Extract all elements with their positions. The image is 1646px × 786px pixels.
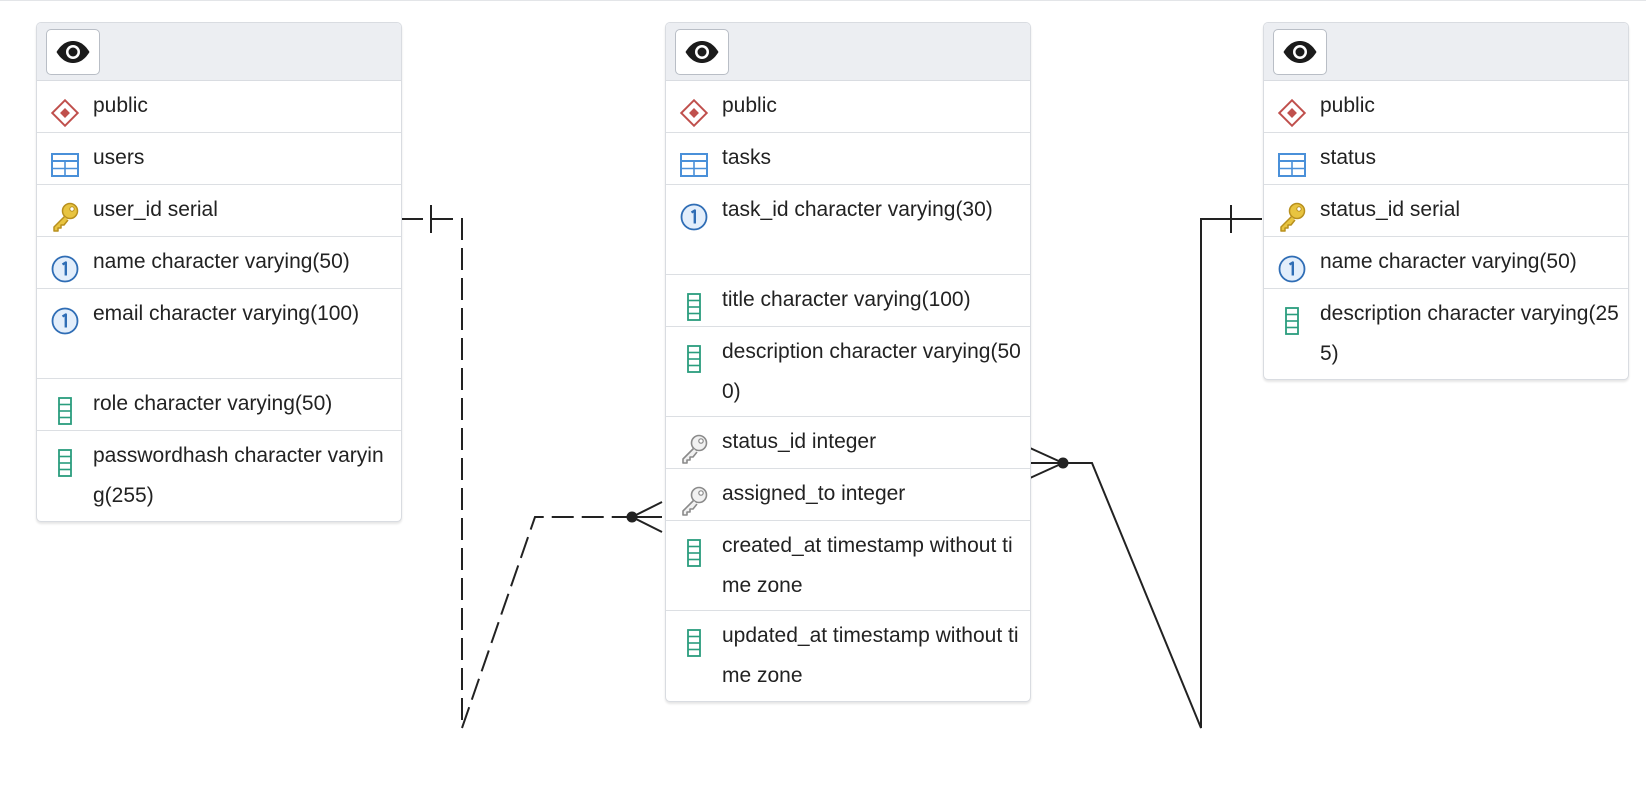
column-row-role[interactable]: role character varying(50) <box>37 379 401 431</box>
column-row-user-id[interactable]: user_id serial <box>37 185 401 237</box>
schema-name: public <box>93 94 148 117</box>
column-row-updated-at[interactable]: updated_at timestamp without time zone <box>666 611 1030 701</box>
canvas-top-border <box>0 0 1646 1</box>
column-row-description[interactable]: description character varying(500) <box>666 327 1030 417</box>
column-icon <box>37 396 93 426</box>
table-name: status <box>1320 146 1377 169</box>
column-label: description character varying(500) <box>722 340 1021 403</box>
eye-icon <box>55 40 91 64</box>
table-header <box>666 23 1030 81</box>
primary-key-icon <box>37 202 93 232</box>
column-row-assigned-to[interactable]: assigned_to integer <box>666 469 1030 521</box>
column-label: name character varying(50) <box>1320 250 1577 273</box>
view-data-button[interactable] <box>46 29 100 75</box>
column-label: email character varying(100) <box>93 302 360 325</box>
column-row-email[interactable]: email character varying(100) <box>37 289 401 379</box>
link-line-users-tasks <box>401 218 632 729</box>
table-icon <box>1264 150 1320 180</box>
column-label: task_id character varying(30) <box>722 198 993 221</box>
schema-row[interactable]: public <box>666 81 1030 133</box>
link-line-status-tasks <box>1063 218 1262 729</box>
schema-icon <box>1264 98 1320 128</box>
table-icon <box>666 150 722 180</box>
column-label: user_id serial <box>93 198 218 221</box>
column-icon <box>666 628 722 658</box>
unique-constraint-icon <box>666 202 722 232</box>
column-label: passwordhash character varying(255) <box>93 444 384 507</box>
column-row-passwordhash[interactable]: passwordhash character varying(255) <box>37 431 401 521</box>
column-label: role character varying(50) <box>93 392 333 415</box>
schema-name: public <box>722 94 777 117</box>
column-label: name character varying(50) <box>93 250 350 273</box>
column-label: description character varying(255) <box>1320 302 1619 365</box>
table-header <box>1264 23 1628 81</box>
schema-icon <box>666 98 722 128</box>
table-name: users <box>93 146 145 169</box>
unique-constraint-icon <box>37 306 93 336</box>
zero-circle-assigned-to <box>626 511 638 523</box>
relationship-users-tasks[interactable] <box>401 205 663 729</box>
column-icon <box>666 292 722 322</box>
column-icon <box>666 344 722 374</box>
column-row-title[interactable]: title character varying(100) <box>666 275 1030 327</box>
column-label: updated_at timestamp without time zone <box>722 624 1019 687</box>
table-name: tasks <box>722 146 772 169</box>
zero-circle-status-id <box>1057 457 1069 469</box>
relationship-status-tasks[interactable] <box>1029 205 1262 729</box>
table-icon <box>37 150 93 180</box>
column-icon <box>37 448 93 478</box>
column-row-description[interactable]: description character varying(255) <box>1264 289 1628 379</box>
column-label: assigned_to integer <box>722 482 906 505</box>
table-name-row[interactable]: status <box>1264 133 1628 185</box>
column-label: status_id serial <box>1320 198 1461 221</box>
column-row-name[interactable]: name character varying(50) <box>37 237 401 289</box>
column-row-task-id[interactable]: task_id character varying(30) <box>666 185 1030 275</box>
column-row-created-at[interactable]: created_at timestamp without time zone <box>666 521 1030 611</box>
schema-name: public <box>1320 94 1375 117</box>
column-label: status_id integer <box>722 430 877 453</box>
table-node-status[interactable]: public status status_id serial name char… <box>1263 22 1629 380</box>
column-row-status-id[interactable]: status_id serial <box>1264 185 1628 237</box>
view-data-button[interactable] <box>675 29 729 75</box>
table-node-users[interactable]: public users user_id serial name charact… <box>36 22 402 522</box>
foreign-key-icon <box>666 486 722 516</box>
schema-row[interactable]: public <box>37 81 401 133</box>
table-header <box>37 23 401 81</box>
eye-icon <box>684 40 720 64</box>
column-label: title character varying(100) <box>722 288 971 311</box>
eye-icon <box>1282 40 1318 64</box>
table-name-row[interactable]: tasks <box>666 133 1030 185</box>
schema-row[interactable]: public <box>1264 81 1628 133</box>
column-icon <box>1264 306 1320 336</box>
table-node-tasks[interactable]: public tasks task_id character varying(3… <box>665 22 1031 702</box>
column-label: created_at timestamp without time zone <box>722 534 1013 597</box>
view-data-button[interactable] <box>1273 29 1327 75</box>
foreign-key-icon <box>666 434 722 464</box>
primary-key-icon <box>1264 202 1320 232</box>
column-row-name[interactable]: name character varying(50) <box>1264 237 1628 289</box>
schema-icon <box>37 98 93 128</box>
table-name-row[interactable]: users <box>37 133 401 185</box>
unique-constraint-icon <box>37 254 93 284</box>
unique-constraint-icon <box>1264 254 1320 284</box>
column-icon <box>666 538 722 568</box>
column-row-status-id[interactable]: status_id integer <box>666 417 1030 469</box>
